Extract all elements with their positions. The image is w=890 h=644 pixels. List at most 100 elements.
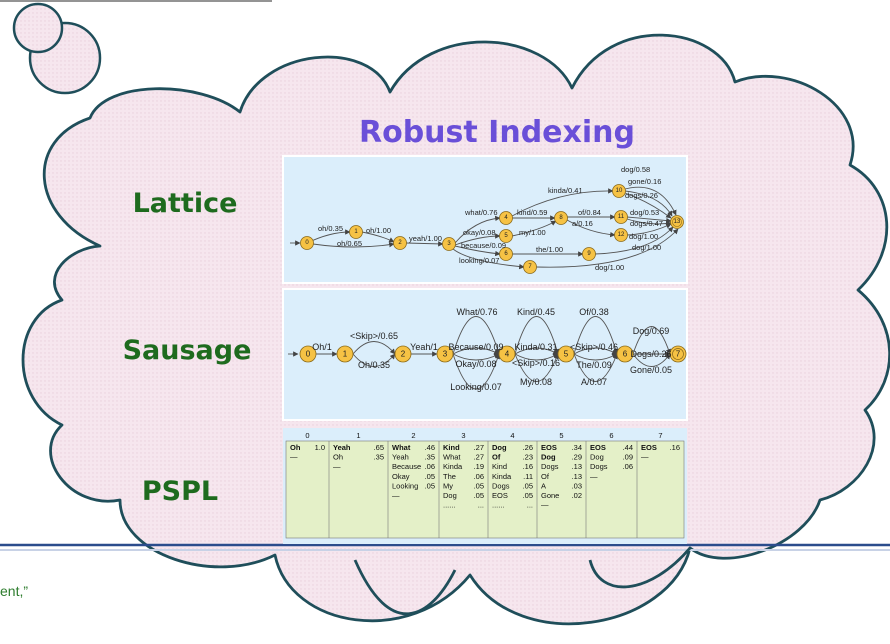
sausage-node-label: 2 xyxy=(401,350,406,359)
pspl-word: Oh xyxy=(333,453,343,462)
lattice-node-label: 2 xyxy=(398,240,402,246)
sausage-edge xyxy=(632,326,672,355)
lattice-edge xyxy=(626,223,672,236)
pspl-prob: .09 xyxy=(623,453,633,462)
pspl-prob: .35 xyxy=(374,453,384,462)
pspl-word: — xyxy=(541,501,549,510)
lattice-node xyxy=(349,225,363,239)
sausage-node xyxy=(498,345,516,363)
lattice-edge-label: because/0.09 xyxy=(461,241,506,250)
pspl-word: Dogs xyxy=(492,481,510,490)
pspl-word: EOS xyxy=(492,491,508,500)
pspl-prob: .46 xyxy=(425,443,435,452)
sausage-node-label: 4 xyxy=(505,350,510,359)
pspl-prob: .06 xyxy=(425,462,435,471)
lattice-node xyxy=(393,236,407,250)
pspl-prob: .16 xyxy=(523,462,533,471)
lattice-edge xyxy=(566,219,616,238)
sausage-edge-label: What/0.76 xyxy=(456,307,497,317)
pspl-prob: .11 xyxy=(523,472,533,481)
lattice-edge-label: dog/0.58 xyxy=(621,165,650,174)
lattice-node xyxy=(499,211,513,225)
pspl-word: — xyxy=(333,462,341,471)
lattice-node-label: 10 xyxy=(616,188,623,194)
lattice-node xyxy=(442,237,456,251)
sausage-final-ring xyxy=(672,348,684,360)
pspl-prob: .23 xyxy=(523,453,533,462)
sausage-edge-label: Because/0.09 xyxy=(448,342,503,352)
pspl-word: Looking xyxy=(392,481,418,490)
lattice-edge-label: kind/0.59 xyxy=(517,208,547,217)
lattice-node xyxy=(499,247,513,261)
lattice-edge-label: the/1.00 xyxy=(536,245,563,254)
sausage-edge xyxy=(514,347,559,355)
pspl-header: 7 xyxy=(658,431,662,440)
pspl-word: Kind xyxy=(443,443,460,452)
lattice-edge-label: dog/0.53 xyxy=(630,208,659,217)
lattice-node xyxy=(523,260,537,274)
lattice-edge-label: dogs/0.47 xyxy=(630,219,663,228)
pspl-prob: .27 xyxy=(474,453,484,462)
lattice-node xyxy=(582,247,596,261)
lattice-edge xyxy=(626,216,672,224)
pspl-prob: .29 xyxy=(572,453,582,462)
label-pspl: PSPL xyxy=(142,476,218,507)
lattice-node xyxy=(614,210,628,224)
label-sausage: Sausage xyxy=(123,335,252,366)
lattice-node xyxy=(614,228,628,242)
pspl-word: Dog xyxy=(443,491,457,500)
lattice-node-label: 7 xyxy=(528,264,532,270)
sausage-edge xyxy=(514,353,559,382)
thought-bubble-small xyxy=(12,2,64,54)
sausage-node xyxy=(394,345,412,363)
pspl-prob: .34 xyxy=(572,443,582,452)
lattice-edge xyxy=(454,245,501,257)
footer-text: ent,” xyxy=(0,583,29,599)
pspl-word: What xyxy=(392,443,411,452)
lattice-node xyxy=(300,236,314,250)
lattice-node-label: 5 xyxy=(504,233,508,239)
pspl-word: Of xyxy=(541,472,550,481)
pspl-word: My xyxy=(443,481,453,490)
pspl-prob: .05 xyxy=(474,481,484,490)
pspl-word: Kind xyxy=(492,462,507,471)
lattice-edge-label: okay/0.08 xyxy=(463,228,496,237)
lattice-node-label: 13 xyxy=(674,219,681,225)
lattice-edge xyxy=(361,231,395,243)
pspl-word: Because xyxy=(392,462,421,471)
sausage-edge xyxy=(573,347,618,355)
lattice-node-label: 11 xyxy=(618,214,625,220)
lattice-edge xyxy=(312,242,395,248)
pspl-body xyxy=(285,440,685,539)
pspl-prob: .35 xyxy=(425,453,435,462)
lattice-edge xyxy=(624,192,672,219)
sausage-edge xyxy=(452,316,501,355)
pspl-word: Kinda xyxy=(443,462,463,471)
sausage-edge xyxy=(352,353,396,367)
pspl-prob: .13 xyxy=(572,472,582,481)
lattice-edge-label: a/0.16 xyxy=(572,219,593,228)
lattice-edge xyxy=(535,228,679,268)
sausage-edge xyxy=(352,341,396,355)
sausage-node xyxy=(299,345,317,363)
pspl-prob: .65 xyxy=(374,443,384,452)
lattice-edge xyxy=(454,215,501,244)
sausage-node-label: 0 xyxy=(306,350,311,359)
slide-title: Robust Indexing xyxy=(359,115,635,150)
sausage-edge-label: <Skip>/0.46 xyxy=(570,342,618,352)
pspl-prob: .26 xyxy=(523,443,533,452)
sausage-edge-label: Dog/0.69 xyxy=(633,326,670,336)
sausage-edge xyxy=(573,353,618,382)
pspl-prob: .03 xyxy=(572,481,582,490)
lattice-edge-label: oh/0.35 xyxy=(318,224,343,233)
pspl-word: — xyxy=(590,472,598,481)
lattice-edge xyxy=(594,226,674,255)
sausage-node xyxy=(436,345,454,363)
sausage-edge xyxy=(514,316,560,355)
pspl-word: — xyxy=(392,491,400,500)
lattice-node-label: 1 xyxy=(354,229,358,235)
pspl-word: The xyxy=(443,472,456,481)
